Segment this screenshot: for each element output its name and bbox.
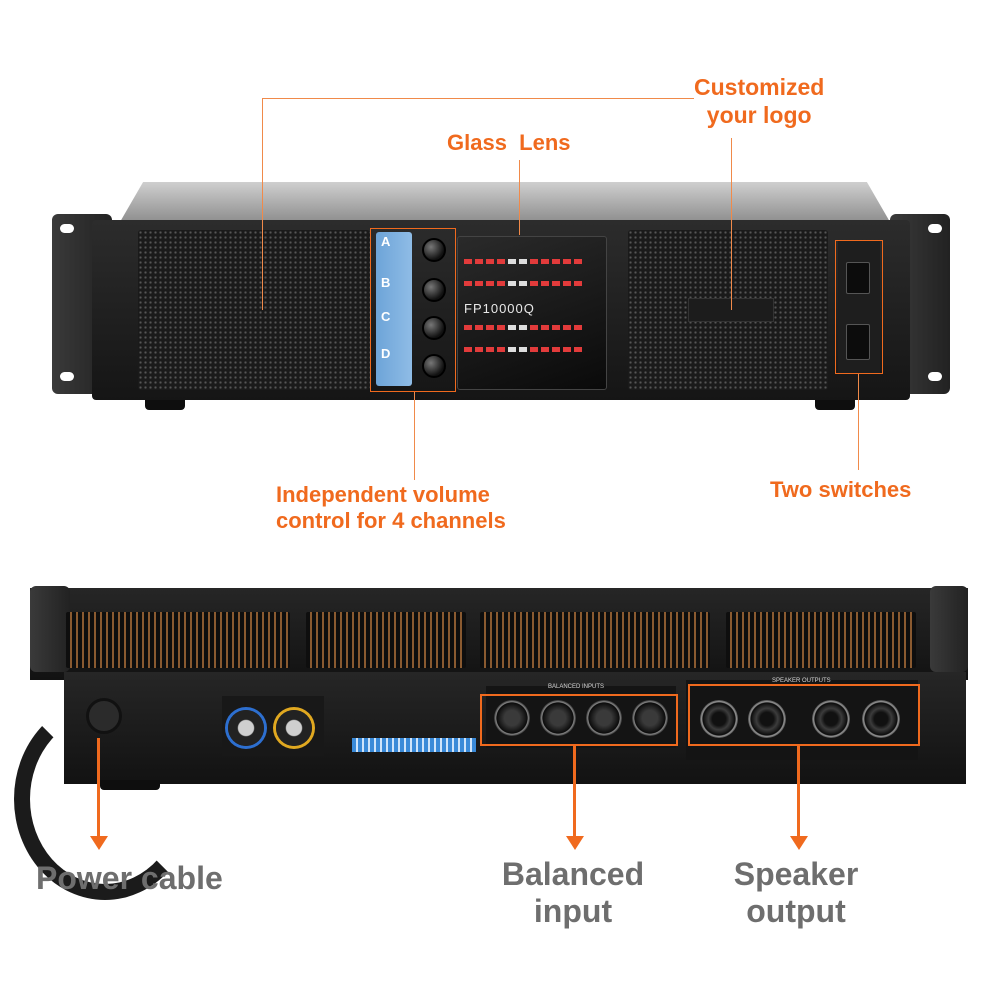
callout-volume-control-line2: control for 4 channels	[276, 508, 506, 534]
front-foot-right	[815, 400, 855, 410]
dip-switch-bank[interactable]	[352, 738, 476, 752]
speaker-output-3[interactable]	[812, 700, 850, 738]
channel-label-d: D	[381, 346, 391, 361]
xlr-input-3[interactable]	[586, 700, 622, 736]
vent-4	[726, 612, 916, 668]
front-panel-image: A B C D FP10000Q	[0, 0, 1000, 480]
volume-highlight-box	[370, 228, 456, 392]
volume-knob-d[interactable]	[422, 354, 446, 378]
speaker-output-4[interactable]	[862, 700, 900, 738]
mode-switch[interactable]	[846, 262, 870, 294]
network-port-yellow[interactable]	[276, 710, 312, 746]
grille-left	[138, 230, 370, 390]
balanced-input-arrow-head	[566, 836, 584, 850]
channel-strip	[376, 232, 412, 386]
logo-leader-right	[731, 138, 732, 310]
callout-speaker-output-line1: Speaker	[733, 856, 859, 892]
speaker-output-highlight-box	[688, 684, 920, 746]
meter-row-1	[464, 259, 582, 264]
rear-ear-left	[30, 586, 70, 672]
callout-volume-control: Independent volume control for 4 channel…	[276, 482, 506, 535]
speaker-output-2[interactable]	[748, 700, 786, 738]
xlr-input-4[interactable]	[632, 700, 668, 736]
callout-balanced-input-line2: input	[533, 892, 613, 929]
callout-balanced-input: Balanced input	[488, 856, 658, 930]
power-cable-plug	[86, 698, 122, 734]
vent-1	[66, 612, 290, 668]
power-cable-arrow-head	[90, 836, 108, 850]
power-cable-arrow-shaft	[97, 738, 100, 838]
callout-balanced-input-line1: Balanced	[501, 856, 645, 892]
callout-customized-logo-line1: Customized	[694, 74, 825, 100]
callout-customized-logo-line2: your logo	[706, 101, 812, 128]
power-switch[interactable]	[846, 324, 870, 360]
volume-knob-b[interactable]	[422, 278, 446, 302]
callout-customized-logo: Customized your logo	[694, 74, 824, 129]
speaker-outputs-label: SPEAKER OUTPUTS	[772, 678, 831, 684]
xlr-input-1[interactable]	[494, 700, 530, 736]
meter-row-3	[464, 325, 582, 330]
volume-knob-a[interactable]	[422, 238, 446, 262]
channel-label-c: C	[381, 309, 391, 324]
switch-highlight-box	[835, 240, 883, 374]
callout-two-switches: Two switches	[770, 477, 912, 502]
meter-row-4	[464, 347, 582, 352]
glass-leader	[519, 160, 520, 235]
speaker-output-arrow-shaft	[797, 746, 800, 838]
front-foot-left	[145, 400, 185, 410]
vent-3	[480, 612, 710, 668]
callout-glass-lens: Glass Lens	[447, 130, 571, 155]
xlr-input-2[interactable]	[540, 700, 576, 736]
callout-power-cable: Power cable	[36, 860, 223, 896]
switch-leader	[858, 374, 859, 470]
balanced-input-highlight-box	[480, 694, 678, 746]
channel-label-b: B	[381, 275, 391, 290]
volume-knob-c[interactable]	[422, 316, 446, 340]
channel-label-a: A	[381, 234, 391, 249]
glass-lens-display: FP10000Q	[457, 236, 607, 390]
meter-row-2	[464, 281, 582, 286]
rear-ear-right	[930, 586, 968, 672]
vent-2	[306, 612, 466, 668]
balanced-inputs-label: BALANCED INPUTS	[548, 684, 605, 690]
network-port-blue[interactable]	[228, 710, 264, 746]
speaker-output-arrow-head	[790, 836, 808, 850]
volume-leader	[414, 392, 415, 480]
logo-leader-left	[262, 98, 263, 310]
model-name: FP10000Q	[464, 301, 535, 316]
logo-leader-horizontal	[262, 98, 694, 99]
callout-volume-control-line1: Independent volume	[276, 482, 490, 507]
callout-speaker-output-line2: output	[746, 892, 846, 929]
speaker-output-1[interactable]	[700, 700, 738, 738]
rear-panel-image: BALANCED INPUTS SPEAKER OUTPUTS	[0, 580, 1000, 900]
chassis-top	[120, 182, 890, 222]
callout-speaker-output: Speaker output	[716, 856, 876, 930]
balanced-input-arrow-shaft	[573, 746, 576, 838]
